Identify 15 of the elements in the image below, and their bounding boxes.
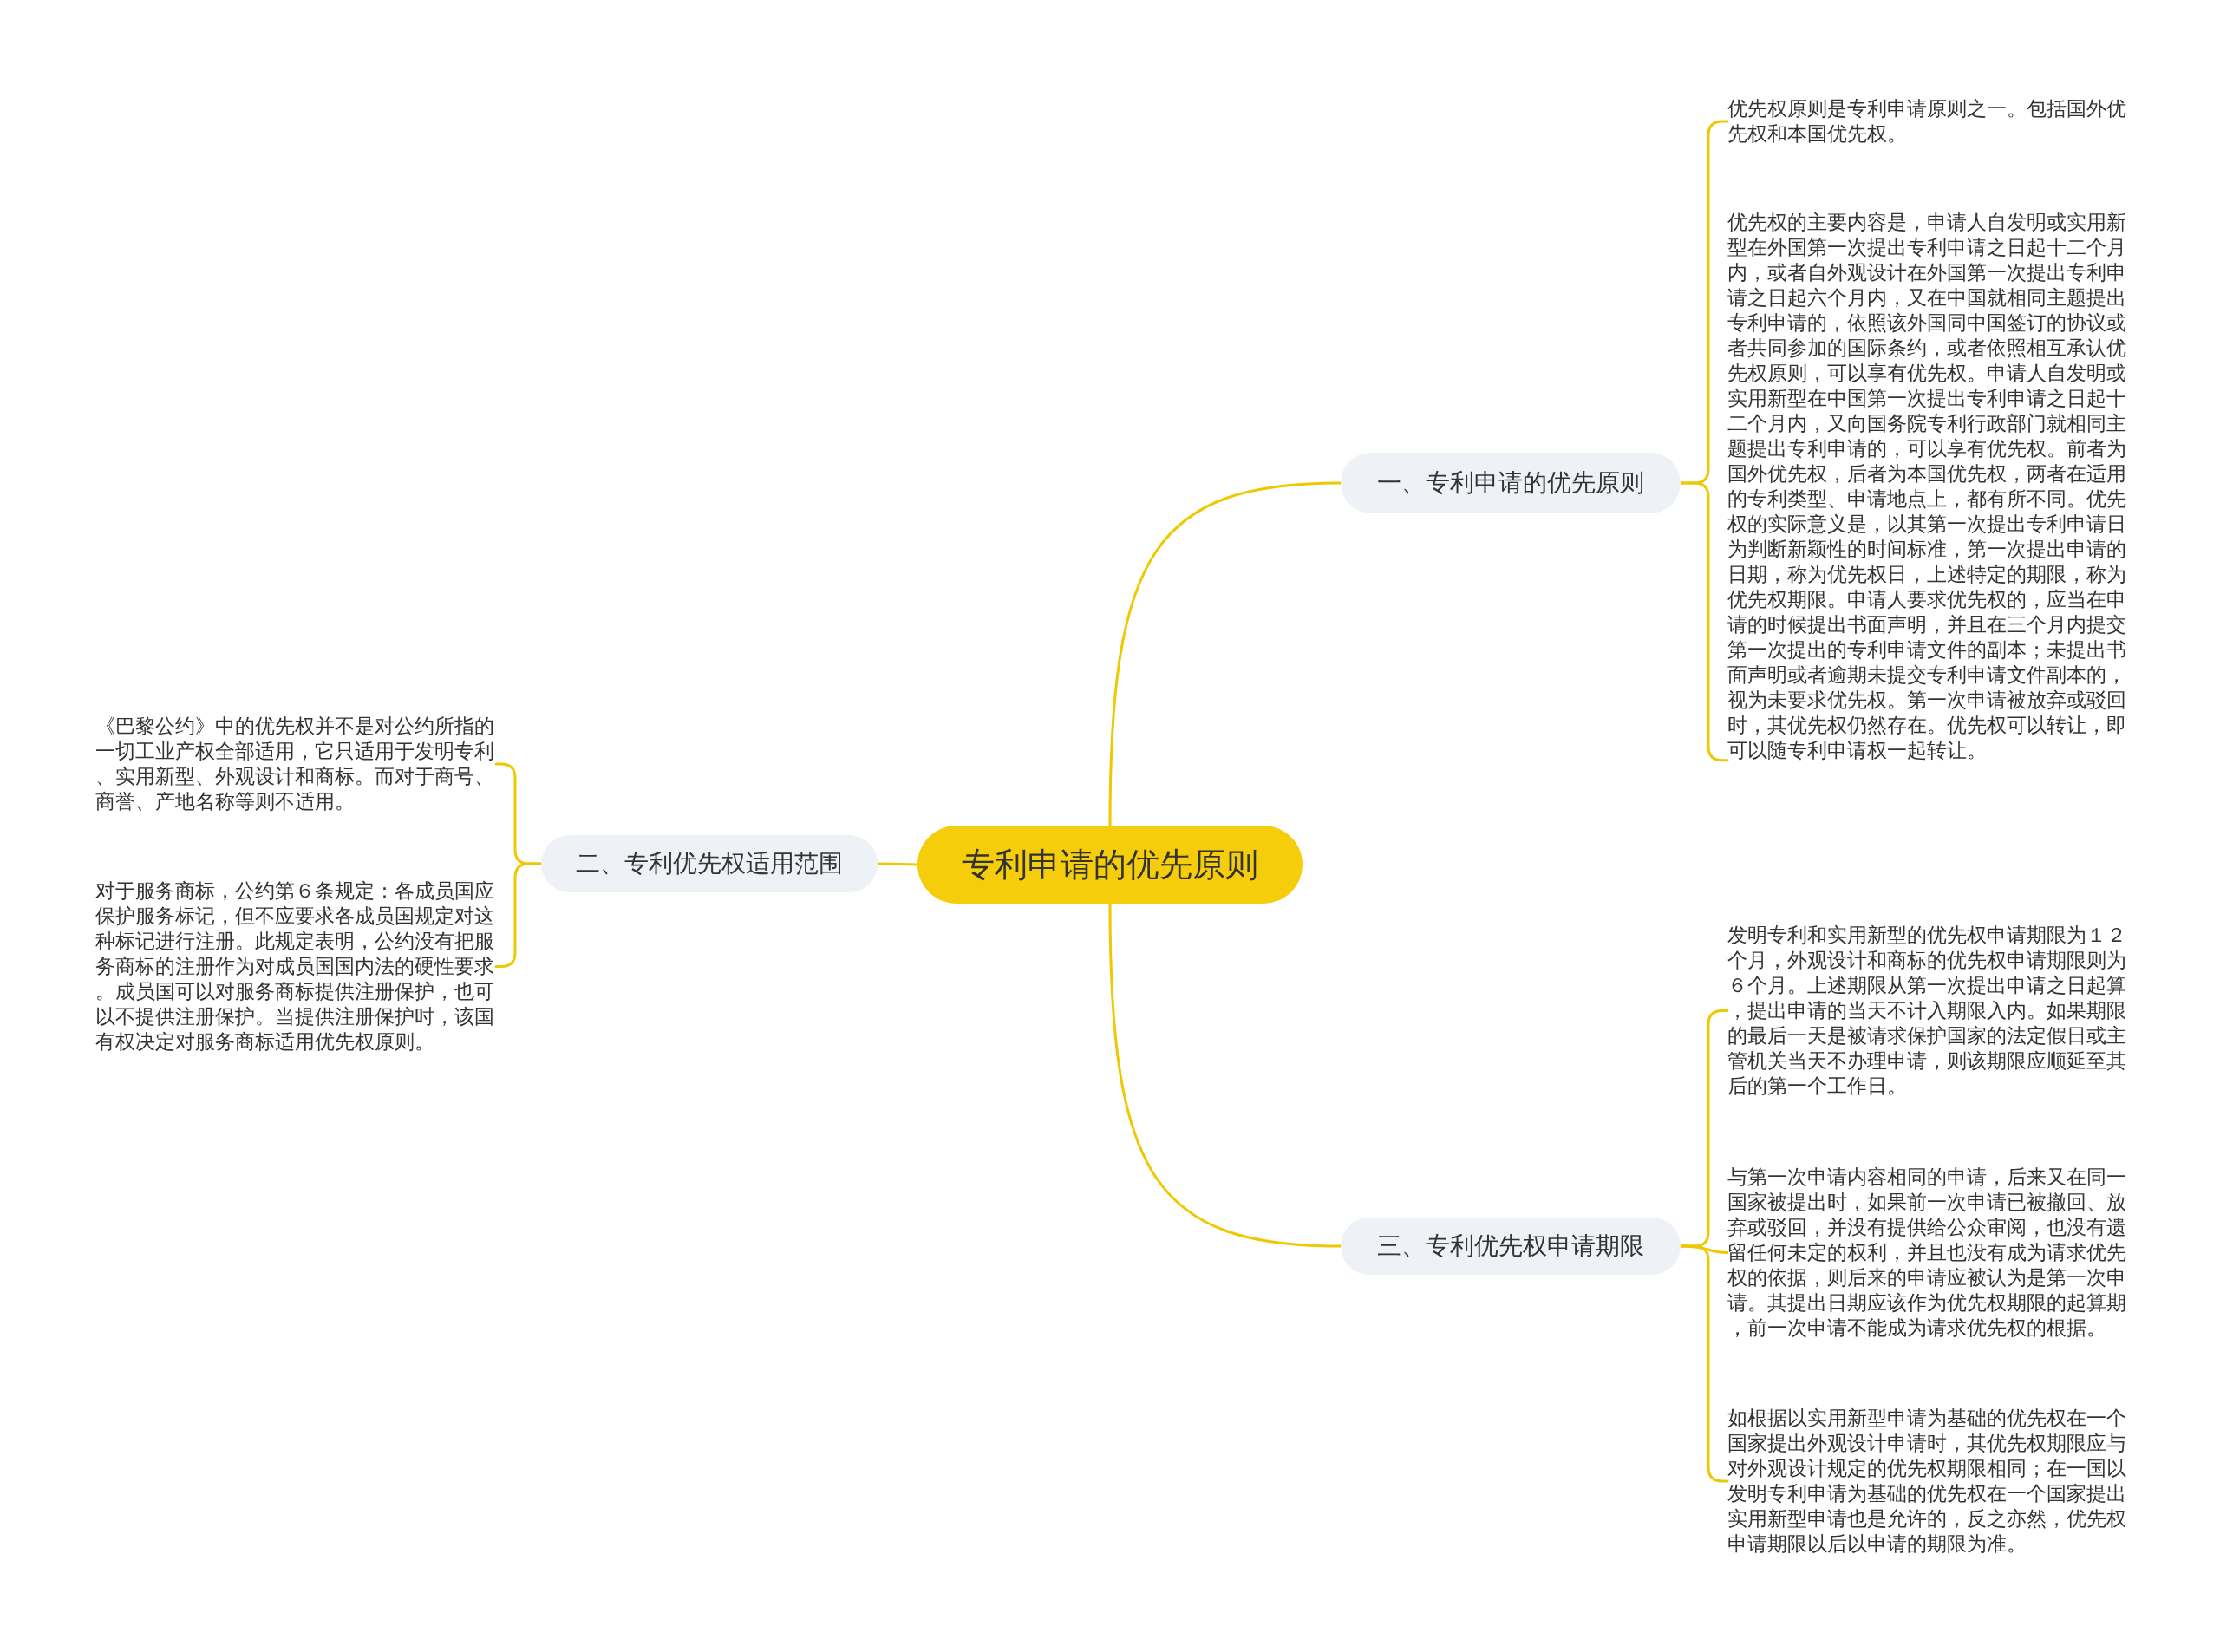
note-text: 优先权的主要内容是，申请人自发明或实用新型在外国第一次提出专利申请之日起十二个月内，或者自外观设计在外国第一次提出专利申请之日起六个月内，又在中国就相同主题提出专利申请的，依照该外国同中国签订的协议或者共同参加的国际条约，或者依照相互承认优先权原则，可以享有优先权。申请人自发明或实用新型在中国第一次提出专利申请之日起十二个月内，又向国务院专利行政部门就相同主题提出专利申请的，可以享有优先权。前者为国外优先权，后者为本国优先权，两者在适用的专利类型、申请地点上，都有所不同。优先权的实际意义是，以其第一次提出专利申请日为判断新颖性的时间标准，第一次提出申请的日期，称为优先权日，上述特定的期限，称为优先权期限。申请人要求优先权的，应当在申请的时候提出书面声明，并且在三个月内提交第一次提出的专利申请文件的副本；未提出书面声明或者逾期未提交专利申请文件副本的，视为未要求优先权。第一次申请被放弃或驳回时，其优先权仍然存在。优先权可以转让，即可以随专利申请权一起转让。	[1727, 210, 2128, 763]
note-text: 与第一次申请内容相同的申请，后来又在同一国家被提出时，如果前一次申请已被撤回、放弃或驳回，并没有提供给公众审阅，也没有遗留任何未定的权利，并且也没有成为请求优先权的依据，则后来的申请应被认为是第一次申请。其提出日期应该作为优先权期限的起算期，前一次申请不能成为请求优先权的根据。	[1727, 1165, 2128, 1341]
branch-topic: 二、专利优先权适用范围	[541, 835, 878, 892]
note-text: 对于服务商标，公约第６条规定：各成员国应保护服务标记，但不应要求各成员国规定对这种标记进行注册。此规定表明，公约没有把服务商标的注册作为对成员国国内法的硬性要求。成员国可以对服务商标提供注册保护，也可以不提供注册保护。当提供注册保护时，该国有权决定对服务商标适用优先权原则。	[95, 878, 496, 1055]
note-text: 发明专利和实用新型的优先权申请期限为１２个月，外观设计和商标的优先权申请期限则为６个月。上述期限从第一次提出申请之日起算，提出申请的当天不计入期限入内。如果期限的最后一天是被请求保护国家的法定假日或主管机关当天不办理申请，则该期限应顺延至其后的第一个工作日。	[1727, 923, 2128, 1099]
connector-line	[876, 862, 919, 866]
connector-line	[1108, 902, 1342, 1248]
note-text: 《巴黎公约》中的优先权并不是对公约所指的一切工业产权全部适用，它只适用于发明专利、实用新型、外观设计和商标。而对于商号、商誉、产地名称等则不适用。	[95, 714, 496, 814]
central-topic: 专利申请的优先原则	[917, 826, 1303, 904]
connector-line	[494, 862, 543, 968]
note-text: 优先权原则是专利申请原则之一。包括国外优先权和本国优先权。	[1727, 96, 2128, 147]
branch-topic: 一、专利申请的优先原则	[1341, 453, 1681, 513]
connector-line	[1108, 481, 1342, 827]
note-text: 如根据以实用新型申请为基础的优先权在一个国家提出外观设计申请时，其优先权期限应与对外观设计规定的优先权期限相同；在一国以发明专利申请为基础的优先权在一个国家提出实用新型申请也是允许的，反之亦然，优先权申请期限以后以申请的期限为准。	[1727, 1406, 2128, 1557]
branch-topic: 三、专利优先权申请期限	[1341, 1218, 1681, 1275]
